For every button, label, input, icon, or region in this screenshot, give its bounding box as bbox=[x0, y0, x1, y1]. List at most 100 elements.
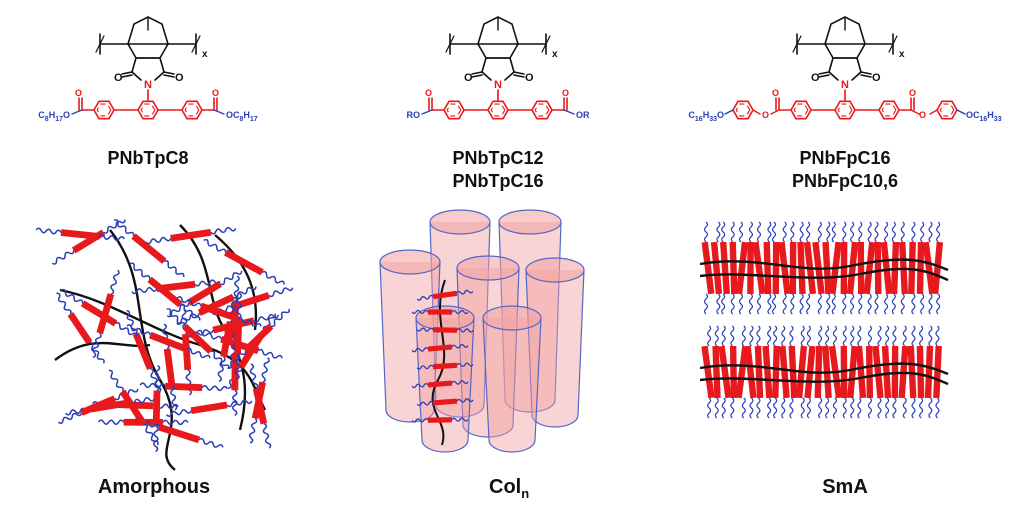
mesogen-rod bbox=[166, 270, 243, 318]
smectic-mesogen bbox=[718, 345, 732, 399]
smectic-mesogen bbox=[744, 345, 757, 399]
alkyl-tail bbox=[194, 279, 221, 287]
alkyl-tail bbox=[411, 418, 429, 423]
right-end-group: OC16H33 bbox=[966, 110, 1002, 123]
mesogen-rod-body bbox=[152, 390, 161, 427]
oxygen-atom-label: O bbox=[114, 72, 123, 84]
smectic-mesogen-body bbox=[701, 241, 715, 295]
smectic-mesogen-body bbox=[881, 345, 892, 399]
alkyl-tail bbox=[867, 293, 872, 315]
mesogen-rod-body bbox=[182, 333, 192, 371]
smectic-mesogen-body bbox=[779, 345, 790, 399]
smectic-mesogen bbox=[778, 241, 791, 295]
smectic-mesogen-body bbox=[778, 241, 791, 295]
mesogen-rod bbox=[203, 238, 285, 285]
alkyl-tail bbox=[800, 325, 805, 347]
alkyl-tail bbox=[201, 385, 228, 392]
mesogen-rod bbox=[131, 279, 221, 295]
alkyl-tail bbox=[900, 293, 905, 315]
benzene-inner-bond bbox=[184, 103, 200, 117]
imide-bond bbox=[856, 57, 862, 73]
group-text-part: 16 bbox=[980, 116, 988, 123]
morphology-illustrations bbox=[35, 209, 949, 471]
alkyl-tail bbox=[790, 221, 795, 243]
smectic-mesogen bbox=[747, 241, 754, 295]
alkyl-tail bbox=[89, 341, 105, 364]
column-mesogen-body bbox=[427, 417, 453, 423]
smectic-mesogen-body bbox=[908, 241, 916, 295]
smectic-mesogen-body bbox=[744, 345, 757, 399]
smectic-mesogen bbox=[772, 345, 780, 399]
smectic-mesogen bbox=[701, 241, 715, 295]
column-mesogen-body bbox=[427, 380, 453, 388]
alkyl-tail bbox=[831, 293, 836, 315]
alkyl-tail bbox=[767, 397, 772, 419]
alkyl-tail bbox=[799, 221, 804, 243]
smectic-mesogen-body bbox=[874, 241, 882, 295]
alkyl-tail bbox=[115, 322, 138, 337]
smectic-mesogen bbox=[872, 345, 884, 399]
mesogen-rod-body bbox=[119, 389, 147, 427]
benzene-inner-bond bbox=[939, 103, 955, 117]
group-text-part: OC bbox=[226, 110, 240, 120]
smectic-mesogen-body bbox=[772, 345, 780, 399]
alkyl-tail bbox=[703, 293, 709, 315]
mesogen-rod bbox=[51, 219, 126, 265]
alkyl-tail bbox=[749, 397, 754, 419]
bracket-bond-right bbox=[888, 35, 898, 53]
alkyl-tail bbox=[451, 343, 469, 349]
group-text-part: 8 bbox=[45, 116, 49, 123]
alkyl-tail bbox=[884, 293, 889, 315]
smectic-mesogen bbox=[788, 345, 798, 399]
alkyl-tail bbox=[721, 397, 726, 419]
alkyl-tail bbox=[756, 293, 762, 315]
alkyl-tail bbox=[936, 293, 941, 315]
column-cylinder bbox=[482, 305, 542, 453]
alkyl-tail bbox=[928, 293, 933, 315]
smectic-mesogen-body bbox=[719, 241, 731, 295]
smectic-a-morphology bbox=[699, 221, 949, 419]
polymer-backbone-curve bbox=[54, 341, 151, 361]
alkyl-tail bbox=[936, 221, 941, 243]
alkyl-tail bbox=[166, 302, 190, 318]
mesogen-rod bbox=[60, 288, 138, 337]
columnar-morphology bbox=[379, 209, 585, 453]
alkyl-tail bbox=[248, 417, 258, 444]
carbonyl-bond bbox=[818, 74, 830, 78]
alkyl-tail bbox=[842, 293, 847, 315]
alkyl-tail bbox=[767, 325, 772, 347]
smectic-backbone bbox=[699, 258, 949, 272]
alkyl-tail bbox=[261, 357, 270, 383]
alkyl-tail bbox=[416, 400, 434, 407]
alkyl-tail bbox=[767, 221, 772, 243]
smectic-mesogen-body bbox=[735, 345, 749, 399]
alkyl-tail bbox=[885, 397, 890, 419]
cylinder-body bbox=[525, 269, 585, 428]
alkyl-tail bbox=[867, 221, 872, 243]
mesogen-rod-body bbox=[243, 323, 274, 354]
compound-label-pnbfpc16: PNbFpC16 bbox=[799, 148, 890, 168]
smectic-mesogen bbox=[735, 241, 749, 295]
alkyl-tail bbox=[826, 293, 831, 315]
alkyl-tail bbox=[721, 221, 726, 243]
column-mesogen bbox=[416, 398, 474, 407]
cylinder-top bbox=[456, 255, 520, 281]
alkyl-tail bbox=[891, 293, 896, 315]
alkyl-tail bbox=[857, 397, 862, 419]
mesogen-rod bbox=[35, 227, 125, 242]
mesogen-rod bbox=[139, 382, 228, 392]
alkyl-tail bbox=[877, 397, 882, 419]
alkyl-tail bbox=[51, 250, 75, 265]
mesogen-rod bbox=[165, 399, 253, 417]
alkyl-tail bbox=[180, 303, 201, 321]
alkyl-tail bbox=[756, 221, 762, 243]
imide-bond bbox=[159, 57, 165, 73]
column-mesogen bbox=[411, 380, 469, 389]
imide-bond bbox=[504, 71, 515, 81]
bracket-bond-left bbox=[792, 35, 802, 53]
smectic-mesogen-body bbox=[752, 241, 766, 295]
cylinder-top bbox=[429, 209, 491, 235]
alkoxy-bond bbox=[213, 109, 225, 115]
right-end-group: OC8H17 bbox=[226, 110, 258, 123]
